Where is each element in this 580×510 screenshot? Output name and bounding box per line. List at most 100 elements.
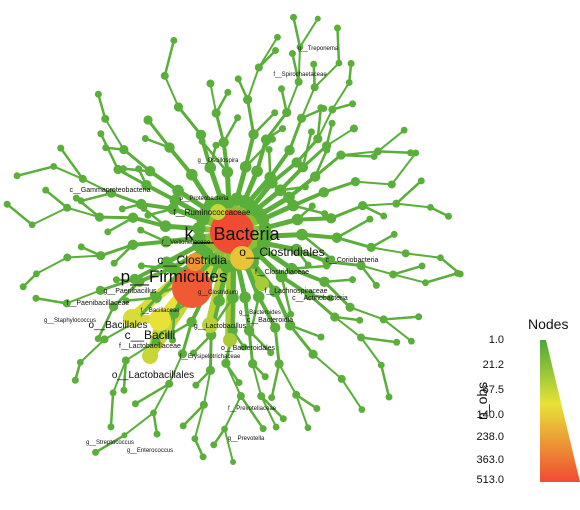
taxon-node <box>122 297 130 305</box>
tree-edge <box>380 363 391 399</box>
tree-edge <box>288 323 315 356</box>
tree-edge <box>313 61 340 89</box>
taxon-label: p__Firmicutes <box>121 267 228 286</box>
taxon-node <box>243 94 253 105</box>
taxon-node <box>210 441 218 449</box>
tree-edge <box>79 338 106 364</box>
tree-edge <box>99 132 120 171</box>
taxon-node <box>400 126 408 134</box>
tree-edge <box>285 80 300 114</box>
taxon-node <box>101 114 110 123</box>
taxon-node <box>142 348 158 364</box>
tree-edge <box>382 315 420 321</box>
taxon-node <box>437 254 444 262</box>
taxon-node <box>144 166 156 177</box>
taxon-node <box>385 393 393 401</box>
taxon-node <box>234 75 242 83</box>
taxon-node <box>333 24 341 32</box>
taxon-node <box>377 361 385 369</box>
taxon-node <box>325 213 337 224</box>
taxon-node <box>308 349 318 359</box>
tree-edge <box>99 243 135 258</box>
tree-edge <box>308 293 337 319</box>
taxon-node <box>261 373 269 381</box>
tree-edge <box>224 362 242 398</box>
tree-edge <box>132 260 169 281</box>
taxon-node <box>57 144 65 152</box>
taxon-node <box>28 221 36 229</box>
taxon-node <box>189 349 197 357</box>
taxon-node <box>307 128 315 136</box>
taxon-node <box>121 432 128 439</box>
taxon-node <box>260 134 272 145</box>
taxon-node <box>173 102 184 112</box>
taxon-node <box>255 277 269 291</box>
taxon-node <box>204 161 217 174</box>
taxon-node <box>218 137 229 148</box>
taxon-node <box>393 338 401 346</box>
tree-edge <box>361 202 398 207</box>
taxon-node <box>290 13 298 21</box>
tree-edge <box>122 148 152 173</box>
taxon-node <box>119 144 129 155</box>
tree-edge <box>109 191 143 206</box>
taxon-node <box>274 184 287 197</box>
taxon-label: o__Lactobacillales <box>112 370 194 381</box>
taxon-node <box>268 394 276 402</box>
tree-edge <box>404 252 442 259</box>
taxon-label: k__Bacteria <box>184 224 280 245</box>
taxon-node <box>456 270 464 278</box>
tree-edge <box>288 116 304 152</box>
taxon-node <box>224 88 232 96</box>
tree-edge <box>333 315 363 339</box>
taxon-label: f__Lactobacillaceae <box>119 343 181 350</box>
taxon-label: f__Prevotellaceae <box>228 406 277 412</box>
taxon-label: g__Paenibacillus <box>104 288 157 295</box>
taxon-label: f__Spirochaetaceae <box>273 72 327 78</box>
taxon-node <box>290 243 303 256</box>
tree-edge <box>394 179 423 205</box>
taxon-node <box>206 79 215 88</box>
taxon-node <box>94 335 102 343</box>
taxon-node <box>274 359 284 369</box>
taxon-node <box>240 343 248 351</box>
taxon-node <box>348 276 356 284</box>
tree-edge <box>97 215 135 220</box>
taxon-node <box>336 150 346 160</box>
taxon-node <box>120 386 128 394</box>
tree-edge <box>335 217 372 239</box>
taxon-node <box>211 108 221 118</box>
taxon-node <box>412 149 420 157</box>
taxon-node <box>179 422 187 430</box>
taxon-node <box>349 100 357 108</box>
heat-tree-plot: k__Bacteriap__Firmicutesc__Clostridiao__… <box>3 13 464 465</box>
taxon-node <box>112 276 120 284</box>
taxon-label: g__Streptococcus <box>86 440 134 446</box>
taxon-node <box>294 77 303 86</box>
legend-tick: 238.0 <box>476 431 504 443</box>
tree-edge <box>35 256 69 275</box>
taxon-node <box>149 291 157 299</box>
taxon-label: g__Clostridium <box>198 290 238 296</box>
taxon-node <box>328 119 336 127</box>
taxon-node <box>254 208 267 221</box>
taxon-label: g__Lactobacillus <box>194 323 247 330</box>
taxon-node <box>275 270 288 283</box>
taxon-node <box>317 333 325 341</box>
taxon-node <box>102 144 110 152</box>
tree-edge <box>123 411 155 437</box>
taxon-label: f__Clostridiaceae <box>255 269 309 276</box>
taxon-node <box>251 165 263 178</box>
taxon-label: g__Prevotella <box>228 436 265 442</box>
tree-edge <box>392 273 427 284</box>
tree-edge <box>376 129 406 153</box>
taxon-node <box>169 308 177 316</box>
taxon-node <box>347 60 355 68</box>
taxon-node <box>110 259 118 267</box>
legend-title: Nodes <box>528 316 569 332</box>
tree-edge <box>291 52 300 84</box>
taxon-node <box>321 210 329 218</box>
taxon-node <box>202 317 218 333</box>
taxon-node <box>239 160 252 173</box>
taxon-node <box>345 302 355 312</box>
